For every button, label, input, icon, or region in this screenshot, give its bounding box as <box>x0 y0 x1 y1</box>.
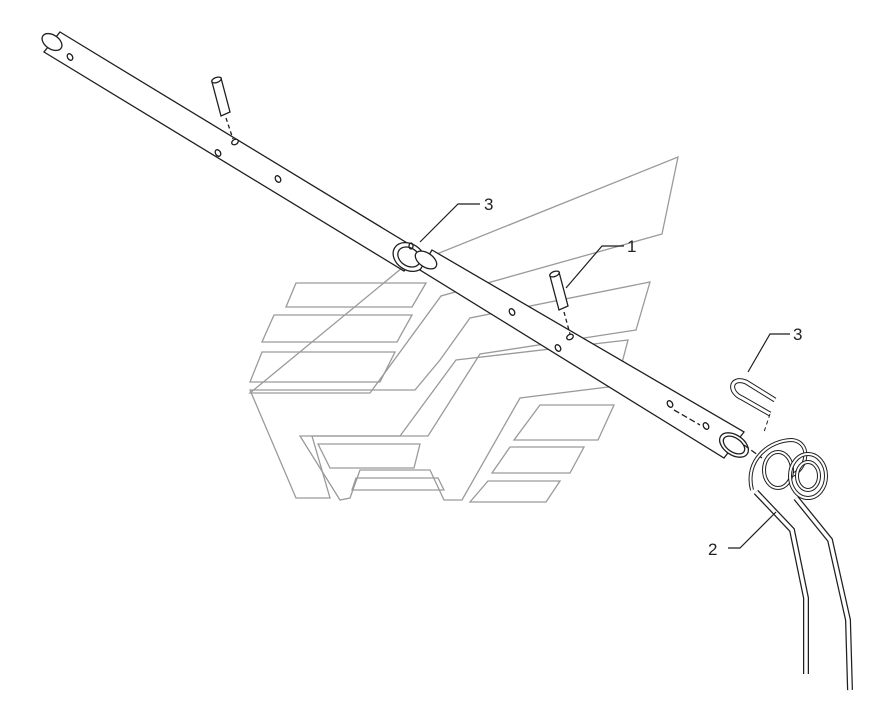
upper-tube <box>41 31 426 273</box>
lower-roll-pin <box>549 270 571 335</box>
callout-1-label: 1 <box>627 237 636 256</box>
callout-3b-label: 3 <box>793 325 802 344</box>
upper-roll-pin <box>211 76 234 140</box>
callout-2-label: 2 <box>708 540 717 559</box>
leader-3a <box>419 203 480 243</box>
callout-leaders <box>419 203 790 549</box>
leader-1 <box>565 245 624 289</box>
callout-3a-label: 3 <box>484 195 493 214</box>
spring-tine <box>748 437 853 691</box>
leader-3b <box>747 333 790 373</box>
retainer-clip <box>730 378 777 433</box>
leader-2 <box>728 511 777 549</box>
lower-tube <box>414 249 763 459</box>
